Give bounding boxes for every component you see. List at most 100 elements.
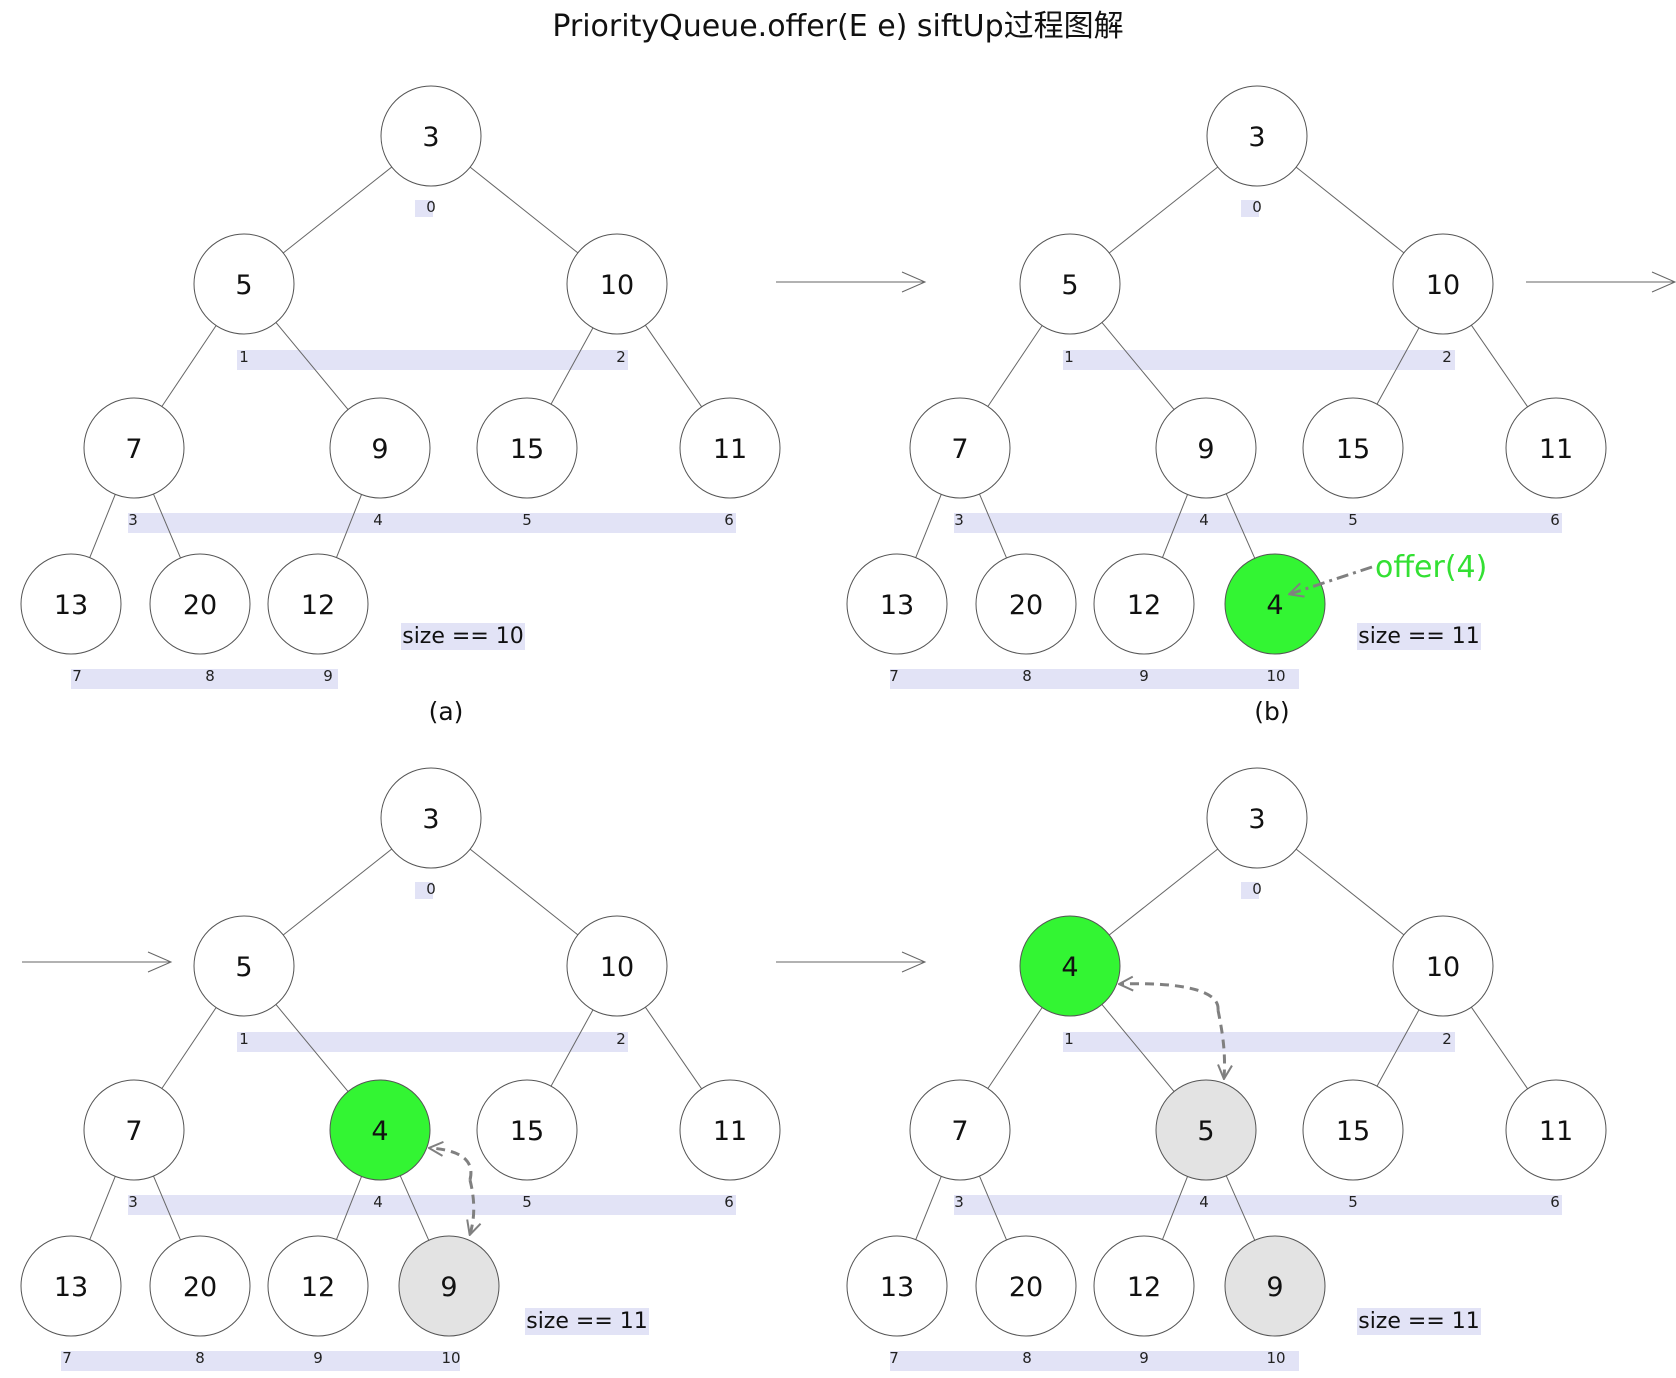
index-band — [1241, 882, 1259, 899]
index-band — [954, 513, 1562, 533]
node-circle — [1505, 1079, 1607, 1181]
node-circle — [20, 553, 122, 655]
node-index: 6 — [1550, 1193, 1560, 1211]
heap-node: 155 — [476, 1079, 578, 1211]
node-circle — [975, 1235, 1077, 1337]
node-circle — [193, 233, 295, 335]
node-index: 10 — [1266, 667, 1285, 685]
tree-edge — [1225, 1175, 1256, 1241]
swap-arrow-c — [430, 1148, 473, 1181]
node-circle — [1392, 233, 1494, 335]
node-circle — [398, 1235, 500, 1337]
node-index: 2 — [1442, 1030, 1452, 1048]
tree-edge — [89, 494, 116, 558]
swap-arrow-d — [1120, 984, 1220, 1011]
node-value: 10 — [1426, 952, 1460, 983]
index-band — [890, 669, 1299, 689]
node-index: 9 — [1139, 667, 1149, 685]
node-value: 10 — [1426, 270, 1460, 301]
heap-node: 116 — [679, 397, 781, 529]
node-value: 5 — [1061, 270, 1078, 301]
tree-edge — [399, 1175, 430, 1241]
heap-node: 20 8 — [975, 553, 1077, 685]
heap-node: 102 — [566, 915, 668, 1048]
tree-edge — [987, 325, 1043, 407]
node-index: 3 — [128, 1193, 138, 1211]
node-value: 20 — [1009, 1272, 1043, 1303]
size-band — [401, 623, 525, 650]
size-band — [1357, 623, 1481, 650]
node-index: 1 — [239, 1030, 249, 1048]
tree-edge — [979, 493, 1007, 559]
tree-edge — [644, 324, 703, 408]
node-value: 9 — [1266, 1272, 1283, 1303]
page-title: PriorityQueue.offer(E e) siftUp过程图解 — [552, 9, 1123, 44]
tree-edge — [282, 848, 393, 936]
node-circle — [149, 1235, 251, 1337]
node-value: 20 — [183, 590, 217, 621]
heap-node: 155 — [1302, 397, 1404, 529]
tree-edge — [915, 1176, 942, 1240]
heap-node: 129 — [267, 553, 369, 685]
node-index: 4 — [373, 511, 383, 529]
node-index: 4 — [1199, 511, 1209, 529]
node-value: 15 — [510, 434, 544, 465]
node-circle — [1155, 397, 1257, 499]
node-value: 13 — [880, 1272, 914, 1303]
node-value: 12 — [301, 1272, 335, 1303]
node-value: 3 — [422, 122, 439, 153]
node-value: 11 — [713, 1116, 747, 1147]
tree-edge — [1470, 1006, 1529, 1090]
node-value: 20 — [1009, 590, 1043, 621]
node-index: 6 — [724, 511, 734, 529]
tree-edge — [1101, 322, 1175, 410]
node-circle — [679, 1079, 781, 1181]
tree-edge — [1108, 848, 1219, 936]
node-circle — [909, 397, 1011, 499]
tree-edge — [336, 494, 362, 558]
node-index: 7 — [62, 1349, 72, 1367]
tree-edge — [550, 327, 594, 405]
node-circle — [267, 1235, 369, 1337]
node-value: 12 — [1127, 590, 1161, 621]
node-circle — [20, 1235, 122, 1337]
node-value: 7 — [125, 1116, 142, 1147]
node-circle — [1392, 915, 1494, 1017]
heap-node: 30 — [1206, 767, 1308, 898]
node-index: 8 — [1022, 667, 1032, 685]
node-circle — [566, 233, 668, 335]
heap-node: 51 — [1019, 233, 1121, 366]
node-value: 9 — [371, 434, 388, 465]
node-value: 13 — [880, 590, 914, 621]
node-value: 7 — [951, 1116, 968, 1147]
node-circle — [1206, 85, 1308, 187]
node-circle — [975, 553, 1077, 655]
node-circle — [909, 1079, 1011, 1181]
tree-edge — [1101, 1004, 1175, 1092]
tree-edge — [275, 322, 349, 410]
node-index: 2 — [616, 348, 626, 366]
node-value: 11 — [1539, 1116, 1573, 1147]
tree-edge — [1108, 166, 1219, 254]
offer-label: offer(4) — [1375, 550, 1487, 585]
node-index: 8 — [195, 1349, 205, 1367]
node-index: 1 — [1064, 348, 1074, 366]
node-index: 6 — [1550, 511, 1560, 529]
index-band — [415, 882, 433, 899]
heap-node: 116 — [1505, 397, 1607, 529]
heap-node: 51 — [193, 233, 295, 366]
node-value: 15 — [1336, 434, 1370, 465]
swap-arrow-c — [470, 1179, 474, 1234]
index-band — [128, 513, 736, 533]
node-value: 15 — [1336, 1116, 1370, 1147]
size-band — [525, 1308, 649, 1335]
node-value: 3 — [1248, 804, 1265, 835]
tree-edge — [153, 1175, 181, 1241]
node-value: 5 — [235, 952, 252, 983]
node-index: 8 — [1022, 1349, 1032, 1367]
node-index: 7 — [72, 667, 82, 685]
node-index: 4 — [1199, 1193, 1209, 1211]
node-value: 10 — [600, 270, 634, 301]
